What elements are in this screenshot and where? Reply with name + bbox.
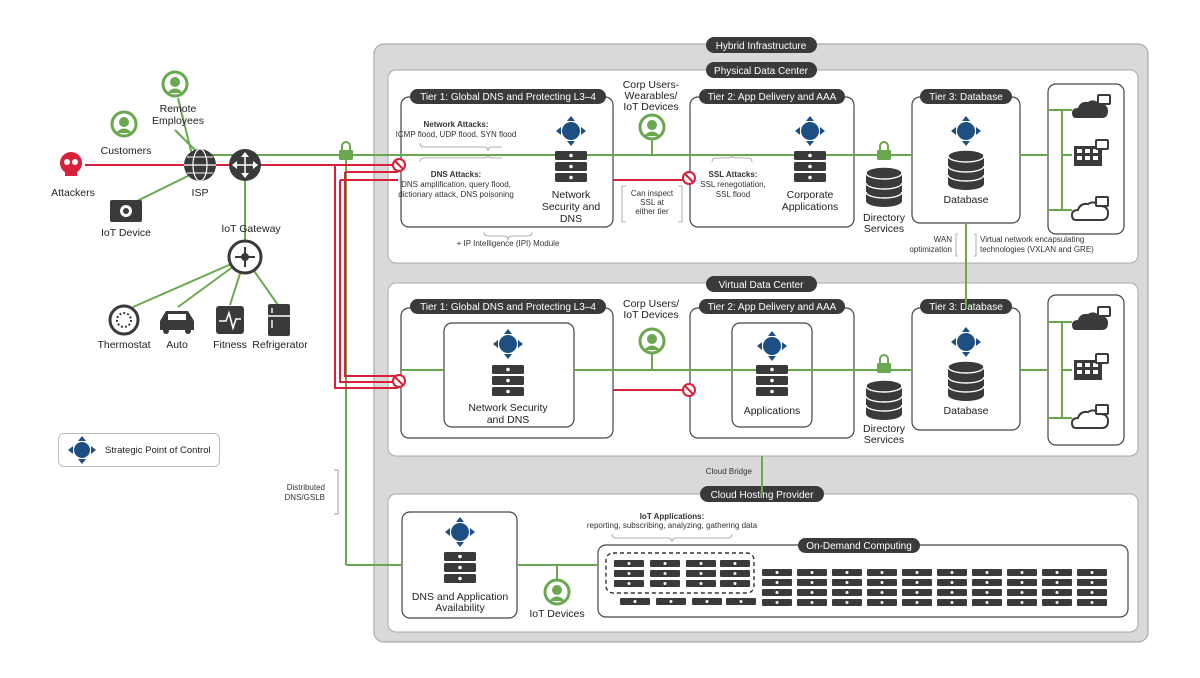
isp-globe-icon [184, 148, 216, 182]
vne-2: technologies (VXLAN and GRE) [980, 245, 1094, 254]
remote-employees-label-2: Employees [152, 115, 204, 127]
phys-dir-1: Directory [863, 212, 906, 224]
virt-corp-users-2: IoT Devices [623, 309, 678, 321]
dns-attacks-line2: dictionary attack, DNS poisoning [398, 190, 514, 199]
ssl-note-1: Can inspect [631, 189, 674, 198]
refrigerator-icon [268, 304, 290, 336]
phys-database-label: Database [944, 194, 989, 206]
attackers-label: Attackers [51, 187, 95, 199]
ssl-attacks-2: SSL flood [716, 190, 750, 199]
legend: Strategic Point of Control [58, 433, 220, 467]
corp-apps-2: Applications [782, 201, 839, 213]
cloud-dns-app-1: DNS and Application [412, 591, 508, 603]
virt-nsd-1: Network Security [468, 402, 548, 414]
virt-tier1-server-icon [492, 365, 524, 396]
cloud-title: Cloud Hosting Provider [711, 490, 814, 501]
phys-database-icon [947, 149, 985, 191]
phys-directory-db-icon [865, 166, 903, 208]
cloud-iot-devices-icon [543, 578, 571, 606]
legend-label: Strategic Point of Control [105, 444, 211, 456]
fitness-label: Fitness [213, 339, 247, 351]
ssl-note-3: either tier [635, 207, 669, 216]
phys-tier1-server-icon [555, 151, 587, 182]
phys-nsd-line3: DNS [560, 213, 582, 225]
router-icon [229, 149, 261, 181]
thermostat-label: Thermostat [97, 339, 150, 351]
isp-label: ISP [192, 187, 209, 199]
ssl-attacks-title: SSL Attacks: [709, 170, 758, 179]
auto-label: Auto [166, 339, 188, 351]
fitness-icon [216, 306, 244, 334]
phys-nsd-line1: Network [552, 189, 591, 201]
remote-employees-label-1: Remote [160, 103, 197, 115]
ssl-note-2: SSL at [640, 198, 664, 207]
auto-car-icon [160, 311, 194, 334]
virt-directory-db-icon [865, 379, 903, 421]
corp-apps-1: Corporate [787, 189, 834, 201]
network-attacks-text: ICMP flood, UDP flood, SYN flood [396, 130, 517, 139]
phys-tier3-title: Tier 3: Database [929, 92, 1003, 103]
remote-employees-icon [161, 70, 189, 98]
phys-nsd-line2: Security and [542, 201, 601, 213]
attackers-skull-icon [60, 152, 82, 176]
attack-links [85, 164, 690, 391]
dns-attacks-title: DNS Attacks: [431, 170, 481, 179]
virt-corp-users-1: Corp Users/ [623, 298, 679, 310]
on-demand-title: On-Demand Computing [806, 541, 912, 552]
iot-device-camera-icon [110, 200, 142, 222]
virt-tier1-title: Tier 1: Global DNS and Protecting L3–4 [420, 302, 596, 313]
iot-gateway-label: IoT Gateway [221, 223, 281, 235]
virt-nsd-2: and DNS [487, 414, 530, 426]
cloud-dns-app-2: Availability [435, 602, 485, 614]
virt-applications-label: Applications [744, 405, 801, 417]
phys-tier2-title: Tier 2: App Delivery and AAA [708, 92, 837, 103]
virt-database-label: Database [944, 405, 989, 417]
phys-corp-users-3: IoT Devices [623, 101, 678, 113]
virt-tier2-title: Tier 2: App Delivery and AAA [708, 302, 837, 313]
virt-database-icon [947, 360, 985, 402]
phys-corp-users-icon [638, 113, 666, 141]
wan-1: WAN [934, 235, 953, 244]
virt-corp-users-icon [638, 327, 666, 355]
virtual-dc-title: Virtual Data Center [719, 280, 805, 291]
iot-apps-title: IoT Applications: [640, 512, 705, 521]
wan-2: optimization [909, 245, 952, 254]
hybrid-title: Hybrid Infrastructure [716, 41, 807, 52]
cloud-iot-devices-label: IoT Devices [529, 608, 584, 620]
phys-tier1-title: Tier 1: Global DNS and Protecting L3–4 [420, 92, 596, 103]
virt-dir-2: Services [864, 434, 904, 446]
ipi-label: + IP Intelligence (IPI) Module [457, 239, 560, 248]
distributed-label-2: DNS/GSLB [285, 493, 325, 502]
customers-icon [110, 110, 138, 138]
dns-attacks-line1: DNS amplification, query flood, [401, 180, 511, 189]
cloud-bridge-label: Cloud Bridge [706, 467, 753, 476]
thermostat-icon [108, 304, 140, 336]
network-attacks-title: Network Attacks: [423, 120, 488, 129]
distributed-label-1: Distributed [287, 483, 325, 492]
phys-dir-2: Services [864, 223, 904, 235]
customers-label: Customers [101, 145, 152, 157]
iot-gateway-icon [227, 239, 263, 275]
phys-corp-users-1: Corp Users- [623, 79, 680, 91]
phys-tier2-server-icon [794, 151, 826, 182]
vne-1: Virtual network encapsulating [980, 235, 1084, 244]
physical-dc-title: Physical Data Center [714, 66, 809, 77]
virt-tier2-server-icon [756, 365, 788, 396]
cloud-server-icon [444, 552, 476, 583]
ssl-attacks-1: SSL renegotiation, [700, 180, 766, 189]
phys-corp-users-2: Wearables/ [625, 90, 678, 102]
refrigerator-label: Refrigerator [252, 339, 308, 351]
virt-dir-1: Directory [863, 423, 906, 435]
strategic-point-of-control-icon [68, 436, 96, 464]
iot-apps-text: reporting, subscribing, analyzing, gathe… [587, 521, 758, 530]
iot-device-label: IoT Device [101, 227, 151, 239]
iot-apps-group [605, 552, 755, 594]
